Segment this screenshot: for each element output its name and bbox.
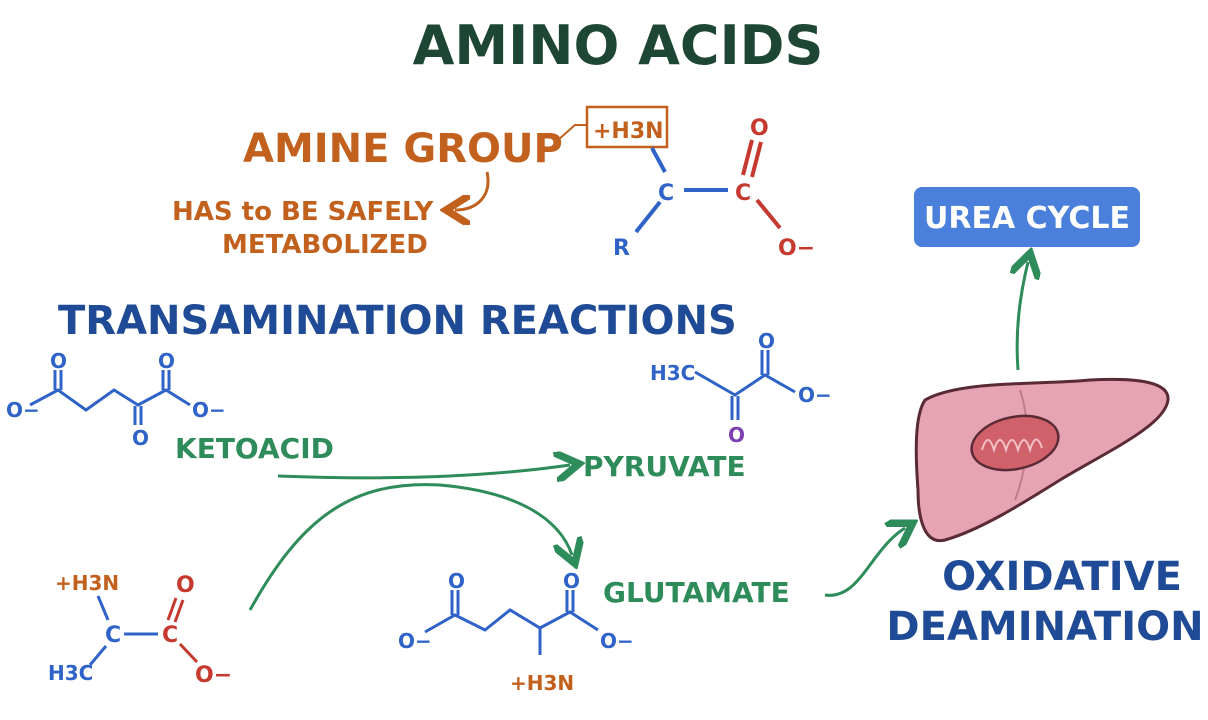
alanine-om: O− [195, 663, 232, 688]
ketoacid-o1: O [50, 349, 67, 373]
pyruvate-o2: O [758, 329, 775, 353]
alanine-h3c: H3C [48, 661, 93, 685]
amine-note-line1: HAS to BE SAFELY [172, 197, 435, 227]
to-urea-arrow [1017, 262, 1028, 371]
mitochondrion-icon [970, 414, 1060, 472]
ketoacid-o2: O [132, 426, 149, 450]
glutamate-nh3: +H3N [510, 671, 574, 695]
deamination-label: DEAMINATION [886, 604, 1203, 650]
alanine-c2: C [162, 623, 178, 648]
ketoacid-label: KETOACID [175, 432, 334, 465]
pyruvate-label: PYRUVATE [583, 450, 746, 483]
r-group: R [613, 236, 630, 261]
alanine-nh3: +H3N [55, 571, 119, 595]
glutamate-om-left: O− [398, 629, 432, 653]
glutamate-o2: O [563, 569, 580, 593]
glutamate-to-liver-arrow [824, 528, 905, 597]
ketoacid-om-right: O− [192, 398, 226, 422]
amine-note-arrow [455, 171, 490, 210]
carboxylate-oxygen: O− [778, 236, 815, 261]
ketoacid-om-left: O− [6, 398, 40, 422]
carboxyl-carbon: C [735, 181, 751, 206]
pyruvate-o1: O [728, 423, 745, 447]
amine-nh3: +H3N [593, 119, 664, 144]
pyruvate-h3c: H3C [650, 361, 695, 385]
alanine-o: O [176, 573, 195, 598]
ketoacid-o3: O [158, 349, 175, 373]
page-title: AMINO ACIDS [413, 14, 824, 77]
urea-cycle-label: UREA CYCLE [924, 201, 1130, 236]
amine-note-line2: METABOLIZED [222, 230, 428, 260]
amine-group-label: AMINE GROUP [243, 126, 563, 172]
alanine-c1: C [105, 623, 121, 648]
liver-illustration [914, 377, 1170, 543]
amino-acid-structure: +H3N C C O O− R [585, 105, 815, 261]
glutamate-om-right: O− [600, 629, 634, 653]
transamination-heading: TRANSAMINATION REACTIONS [58, 298, 737, 344]
glutamate-label: GLUTAMATE [603, 576, 790, 609]
carbonyl-oxygen: O [750, 116, 769, 141]
urea-cycle-box: UREA CYCLE [914, 187, 1140, 247]
glutamate-structure: O O O− O− +H3N [398, 569, 634, 695]
alanine-to-glutamate-arrow [248, 483, 572, 611]
ketoacid-structure: O O O O− O− [6, 349, 226, 450]
oxidative-label: OXIDATIVE [942, 554, 1182, 600]
amine-highlight-box [585, 105, 669, 149]
pyruvate-om: O− [798, 383, 832, 407]
glutamate-o1: O [448, 569, 465, 593]
amine-pointer-line [557, 124, 587, 141]
pyruvate-structure: H3C O O O− [650, 329, 832, 447]
alanine-structure: +H3N C C O O− H3C [48, 571, 232, 688]
ketoacid-to-pyruvate-arrow [277, 465, 570, 478]
alpha-carbon: C [658, 181, 674, 206]
